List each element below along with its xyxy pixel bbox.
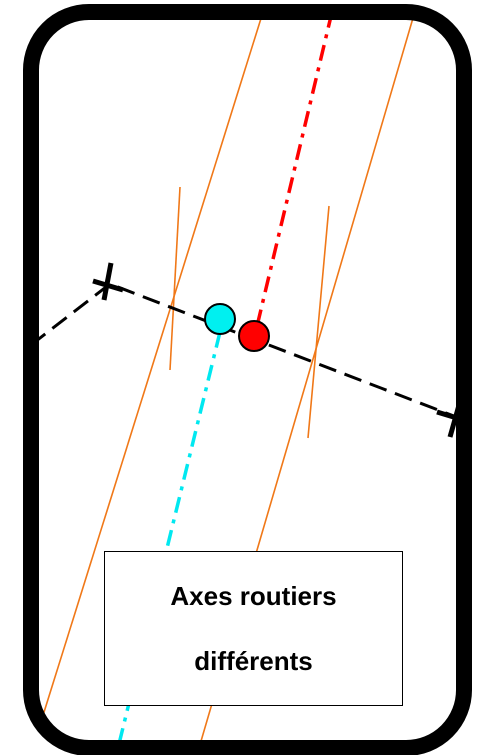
road-edge-right-short	[307, 205, 330, 439]
cyan-road-axis	[116, 331, 222, 748]
caption-box: Axes routiers différents	[104, 551, 403, 706]
caption-line-2: différents	[194, 646, 313, 676]
road-edge-left-outer	[39, 12, 264, 726]
red-road-axis	[256, 12, 334, 323]
red-point	[238, 320, 270, 352]
map-frame	[23, 4, 472, 755]
road-edge-left-short	[169, 186, 181, 371]
traverse-line	[31, 282, 464, 425]
caption-line-1: Axes routiers	[170, 581, 337, 611]
cross-marker-left	[92, 262, 124, 301]
map-area	[31, 12, 464, 748]
cyan-point	[204, 303, 236, 335]
